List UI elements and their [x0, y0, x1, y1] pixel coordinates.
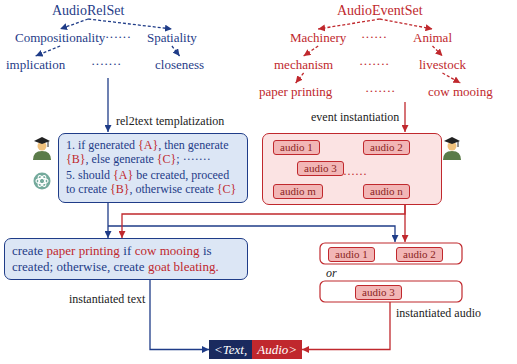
node-text: closeness	[155, 57, 204, 72]
tree-event: cow mooing	[428, 84, 493, 99]
node-text: Spatiality	[147, 30, 197, 45]
node-text: goat bleating.	[148, 259, 219, 274]
ellipsis-mark: ······	[105, 30, 131, 44]
edge-label: instantiated text	[69, 292, 145, 306]
node-text: Compositionality	[15, 30, 105, 45]
connector-arrow	[88, 19, 172, 29]
audio-clip: audio 3	[297, 161, 344, 176]
node-text: mechanism	[274, 57, 333, 72]
node-text: AudioRelSet	[52, 3, 124, 18]
connector-arrow	[380, 19, 433, 29]
connector-arrow	[296, 73, 304, 83]
node-text: cow mooing	[428, 84, 493, 99]
audio-clip: audio n	[363, 184, 410, 199]
ellipsis-mark: ·······	[359, 57, 389, 71]
node-text: audio 1	[280, 141, 313, 153]
tree-category: Compositionality	[15, 30, 105, 45]
teacher-icon	[443, 137, 461, 160]
audio-clip: audio 1	[328, 247, 375, 262]
annotation-label: instantiated audio	[396, 306, 481, 320]
audio-pool-box: ·······audio 1audio 2audio 3audio maudio…	[262, 133, 442, 205]
node-text: audio 3	[304, 162, 337, 174]
node-text: 5. should {A} be created, proceed to cre…	[66, 168, 240, 196]
node-text: livestock	[419, 57, 466, 72]
tree-root: AudioRelSet	[52, 3, 124, 18]
node-text: <Text,	[209, 340, 252, 359]
node-text: Audio>	[252, 340, 302, 359]
tree-leaf: implication	[6, 57, 65, 72]
ellipsis-mark: ·······	[91, 57, 121, 71]
tree-category: Spatiality	[147, 30, 197, 45]
audio-clip: audio 1	[273, 140, 320, 155]
audio-clip: audio 2	[363, 140, 410, 155]
ellipsis-mark: ······	[361, 30, 387, 44]
connector-arrow	[122, 205, 405, 238]
instantiated-text-box: createpaper printingifcow mooingis creat…	[4, 238, 248, 280]
chatgpt-logo	[34, 173, 51, 190]
node-text: Animal	[413, 30, 452, 45]
pair-output-box: <Text,Audio>	[209, 340, 302, 359]
node-text: AudioEventSet	[337, 3, 423, 18]
node-text: audio 3	[362, 286, 395, 298]
instantiated-audio-arrow	[302, 302, 390, 350]
tree-root: AudioEventSet	[337, 3, 423, 18]
node-text: cow mooing	[135, 243, 200, 258]
node-text: implication	[6, 57, 65, 72]
tree-subcategory: livestock	[419, 57, 466, 72]
node-text: Machinery	[290, 30, 346, 45]
connector-arrow	[36, 46, 61, 56]
templatization-arrow	[107, 78, 108, 132]
annotation-label: or	[326, 266, 337, 280]
connector-arrow	[304, 46, 319, 56]
audio-clip: audio 2	[396, 247, 443, 262]
connector-arrow	[107, 203, 108, 238]
tree-event: paper printing	[259, 84, 332, 99]
audio-clip: audio 3	[355, 285, 402, 300]
node-text: audio m	[280, 185, 316, 197]
annotation-label: event instantiation	[311, 110, 399, 124]
connector-arrow	[172, 46, 180, 56]
audio-group-outline	[320, 243, 462, 264]
template-box: 1. if generated {A}, then generate {B}, …	[58, 133, 248, 203]
tree-category: Animal	[413, 30, 452, 45]
annotation-label: rel2text templatization	[116, 114, 224, 128]
node-text: audio 2	[370, 141, 403, 153]
connector-arrow	[442, 73, 460, 83]
node-text: audio 1	[335, 248, 368, 260]
connector-arrow	[60, 19, 88, 29]
node-text: 1. if generated {A}, then generate {B}, …	[66, 138, 240, 166]
node-text: paper printing	[47, 243, 120, 258]
tree-leaf: closeness	[155, 57, 204, 72]
instantiation-arrow	[404, 102, 405, 132]
node-text: audio 2	[403, 248, 436, 260]
node-text: paper printing	[259, 84, 332, 99]
node-text: if	[123, 243, 131, 258]
tree-category: Machinery	[290, 30, 346, 45]
connector-arrow	[318, 19, 380, 29]
teacher-icon	[33, 137, 51, 160]
node-text: create	[12, 243, 43, 258]
connector-arrow	[150, 280, 209, 350]
audio-clip: audio m	[273, 184, 323, 199]
ellipsis-mark: ·······	[365, 84, 395, 98]
audio-group-outline	[320, 281, 462, 302]
node-text: audio n	[370, 185, 403, 197]
tree-subcategory: mechanism	[274, 57, 333, 72]
connector-arrow	[433, 46, 443, 56]
